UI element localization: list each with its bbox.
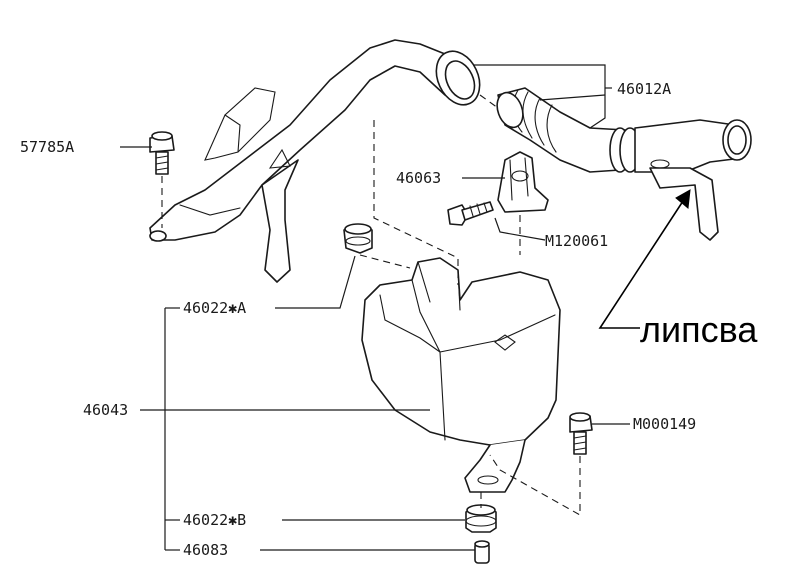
right-pipe (634, 119, 752, 241)
missing-part-annotation-arrow (598, 189, 691, 329)
corrugated-hose (496, 87, 641, 173)
bolt-57785a (149, 131, 175, 175)
intake-duct (149, 39, 463, 283)
label-m120061: M120061 (545, 232, 608, 250)
resonator-box (361, 257, 561, 493)
annotation-label: липсва (640, 309, 758, 350)
assembly-lines (161, 94, 581, 516)
label-46063: 46063 (396, 169, 441, 187)
grommet-46022a (343, 223, 373, 254)
label-57785a: 57785A (20, 138, 74, 156)
label-46043: 46043 (83, 401, 128, 419)
collar-46083 (474, 540, 490, 564)
label-46012a: 46012A (617, 80, 671, 98)
label-46022b: 46022✱B (183, 511, 246, 529)
label-46083: 46083 (183, 541, 228, 559)
bolt-m000149 (569, 412, 593, 455)
label-m000149: M000149 (633, 415, 696, 433)
clip-46063 (497, 151, 549, 213)
grommet-46022b (465, 504, 497, 533)
label-46022a: 46022✱A (183, 299, 246, 317)
bolt-m120061 (447, 201, 494, 226)
leader-lines (120, 64, 630, 551)
duct-end-ring (435, 50, 481, 106)
